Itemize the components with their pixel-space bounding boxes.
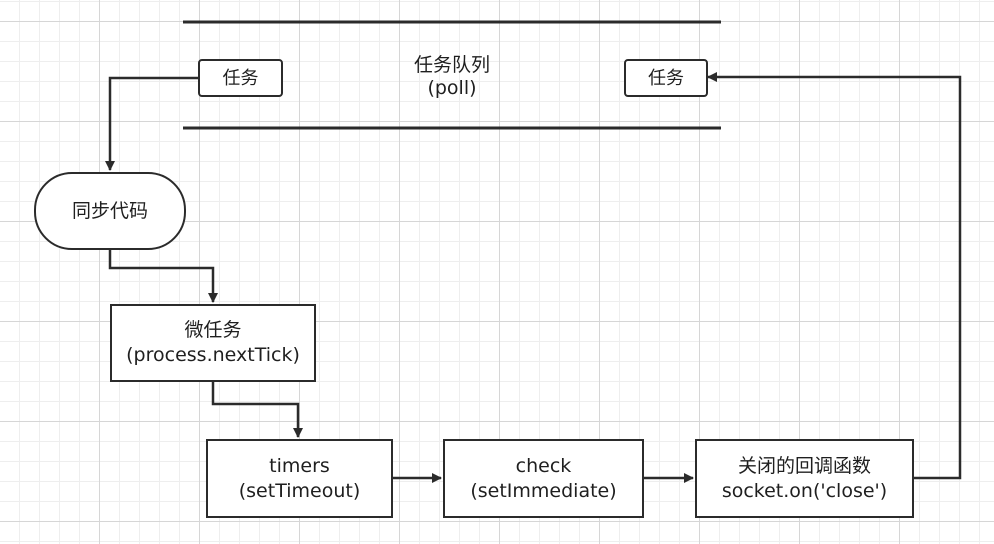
timers-title: timers [269, 454, 330, 477]
arrow-task-to-sync [105, 76, 198, 171]
microtask-node: 微任务 (process.nextTick) [110, 304, 316, 382]
arrow-sync-to-microtask [108, 250, 218, 303]
sync-code-node: 同步代码 [34, 172, 186, 250]
queue-task-right: 任务 [624, 59, 708, 97]
close-callbacks-subtitle: socket.on('close') [721, 479, 888, 502]
task-queue-title: 任务队列 [413, 54, 490, 76]
task-queue-subtitle: (poll) [427, 77, 477, 99]
timers-node: timers (setTimeout) [206, 439, 393, 518]
microtask-subtitle: (process.nextTick) [126, 344, 300, 366]
queue-task-left: 任务 [198, 59, 283, 97]
microtask-title: 微任务 [184, 319, 242, 341]
arrow-microtask-to-timers [211, 382, 303, 438]
close-callbacks-title: 关闭的回调函数 [737, 454, 871, 477]
queue-task-left-label: 任务 [222, 67, 259, 89]
sync-code-label: 同步代码 [71, 199, 148, 222]
queue-task-right-label: 任务 [648, 67, 684, 89]
task-queue-label: 任务队列 (poll) [392, 54, 512, 100]
check-title: check [515, 454, 572, 477]
timers-subtitle: (setTimeout) [238, 479, 361, 502]
check-subtitle: (setImmediate) [470, 479, 617, 502]
close-callbacks-node: 关闭的回调函数 socket.on('close') [695, 439, 914, 518]
arrow-close-to-task [707, 72, 962, 480]
check-node: check (setImmediate) [443, 439, 644, 518]
